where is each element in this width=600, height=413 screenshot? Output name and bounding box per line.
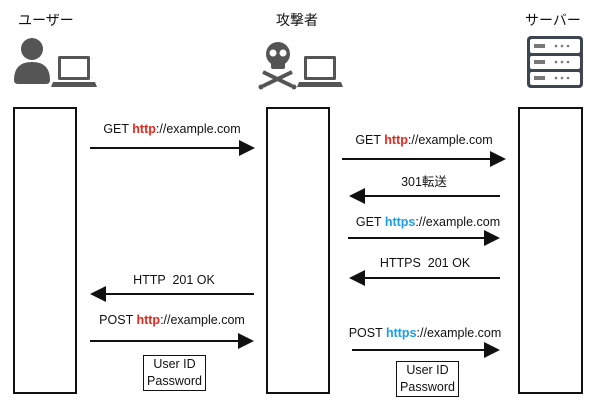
message-label: HTTP 201 OK bbox=[133, 273, 215, 287]
lifeline-attacker bbox=[266, 107, 330, 394]
actor-title-user: ユーザー bbox=[18, 12, 74, 28]
message-label: 301転送 bbox=[401, 175, 447, 189]
credential-user-id: User ID bbox=[406, 363, 449, 377]
server-rack-icon bbox=[527, 36, 583, 88]
lifeline-user bbox=[13, 107, 77, 394]
actor-title-server: サーバー bbox=[525, 12, 581, 28]
credentials-box-plain: User ID Password bbox=[143, 355, 206, 391]
message-label: POST http://example.com bbox=[99, 313, 245, 327]
credential-password: Password bbox=[400, 380, 455, 394]
message-label: GET https://example.com bbox=[355, 215, 501, 229]
skull-crossbones-icon bbox=[258, 42, 297, 90]
actor-title-attacker: 攻撃者 bbox=[276, 12, 318, 28]
credentials-box-encrypted: User ID Password bbox=[396, 361, 459, 397]
message-label: HTTPS 201 OK bbox=[379, 256, 471, 270]
credential-user-id: User ID bbox=[153, 357, 196, 371]
credential-password: Password bbox=[147, 374, 202, 388]
person-icon bbox=[14, 38, 50, 84]
message-label: POST https://example.com bbox=[348, 326, 502, 340]
message-label: GET http://example.com bbox=[355, 133, 493, 147]
laptop-icon bbox=[297, 56, 343, 87]
lifeline-server bbox=[518, 107, 583, 394]
laptop-icon bbox=[51, 56, 97, 87]
message-label: GET http://example.com bbox=[103, 122, 241, 136]
